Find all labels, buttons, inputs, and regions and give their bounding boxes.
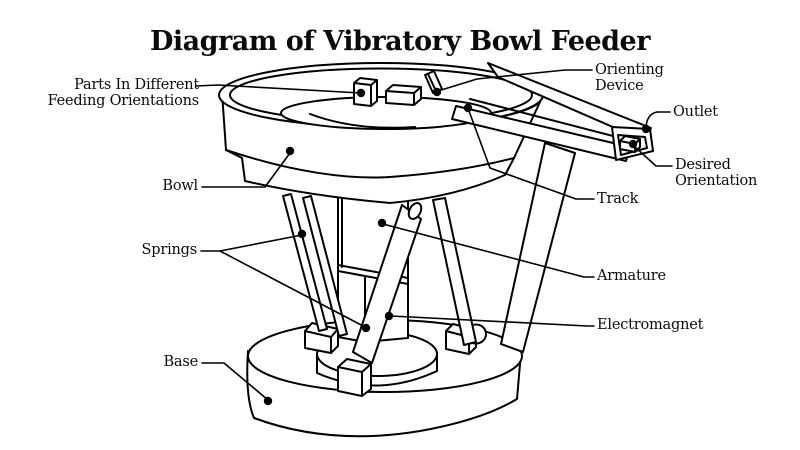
dot-armature: [377, 218, 387, 228]
dot-orienting-device: [432, 87, 442, 97]
dot-parts: [356, 88, 366, 98]
label-outlet: Outlet: [673, 104, 718, 120]
track-support-strut: [500, 142, 576, 353]
dot-bowl: [285, 146, 295, 156]
leader-track: [468, 110, 595, 200]
leader-electromagnet: [390, 315, 595, 327]
right-spring: [432, 197, 477, 346]
label-desired-orientation: Desired Orientation: [675, 157, 758, 189]
label-bowl: Bowl: [162, 178, 198, 194]
leader-dots: [263, 87, 651, 406]
leader-lines: [195, 69, 673, 401]
leader-base: [201, 362, 269, 401]
left-front-spring: [302, 195, 348, 337]
dot-springs-upper: [297, 229, 307, 239]
leader-orienting-device: [437, 69, 593, 92]
leader-outlet: [645, 111, 671, 128]
diagram-title: Diagram of Vibratory Bowl Feeder: [150, 26, 650, 57]
bowl-shape: [218, 62, 544, 204]
dot-track: [463, 103, 473, 113]
label-parts-in-different-feeding-orientations: Parts In Different Feeding Orientations: [47, 77, 200, 109]
label-springs: Springs: [141, 242, 198, 258]
leader-armature: [382, 223, 595, 278]
front-mount-block: [337, 358, 372, 397]
dot-outlet: [641, 124, 651, 134]
leader-desired-orientation: [633, 145, 673, 167]
standing-part-block: [353, 77, 378, 107]
lying-part-block: [385, 84, 422, 106]
leader-parts: [195, 84, 362, 94]
dot-electromagnet: [384, 311, 394, 321]
label-armature: Armature: [597, 268, 666, 284]
left-back-spring: [282, 193, 328, 332]
leader-springs: [200, 234, 366, 328]
center-front-spring: [352, 202, 423, 364]
label-electromagnet: Electromagnet: [597, 317, 704, 333]
label-orienting-device: Orienting Device: [595, 62, 664, 94]
label-base: Base: [163, 354, 198, 370]
dot-base: [263, 396, 273, 406]
leader-bowl: [201, 152, 291, 188]
dot-springs-lower: [361, 323, 371, 333]
dot-desired-orientation: [628, 139, 638, 149]
label-track: Track: [597, 191, 639, 207]
